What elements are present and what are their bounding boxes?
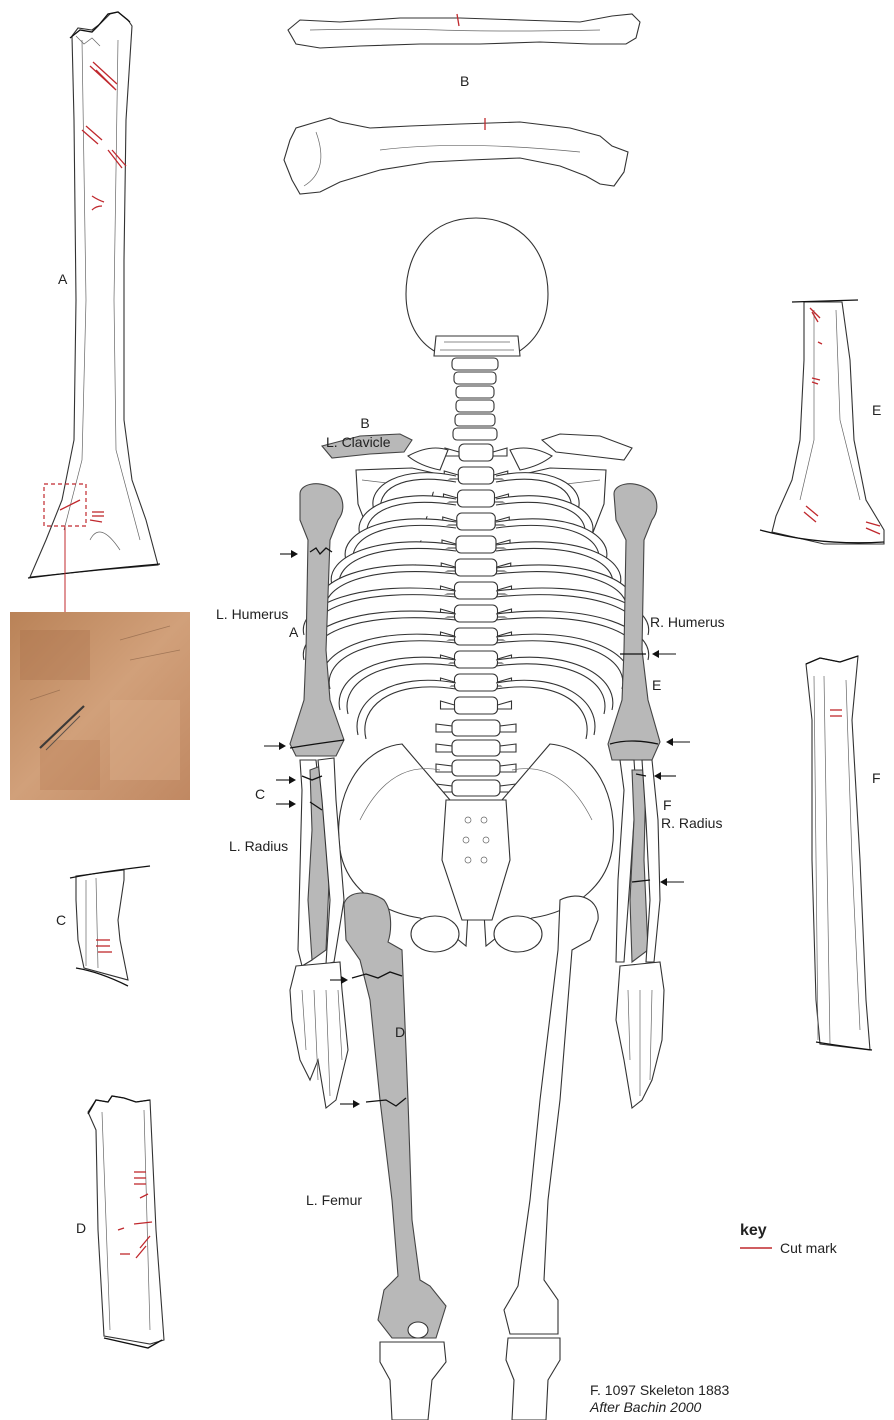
arrow-l-radius-upper [276,776,296,784]
panel-b-clavicles-drawing [284,14,640,194]
label-l-clavicle: L. Clavicle [326,434,391,450]
arrow-femur-lower [340,1100,360,1108]
label-panel-d: D [76,1220,86,1236]
label-panel-e: E [872,402,881,418]
skeleton [290,218,664,1420]
arrow-l-radius-lower [276,800,296,808]
panel-d-drawing [88,1096,164,1348]
label-l-humerus-letter: A [289,624,298,640]
label-r-humerus: R. Humerus [650,614,725,630]
label-panel-b: B [460,73,469,89]
label-l-humerus: L. Humerus [216,606,288,622]
panel-e-drawing [760,300,884,544]
label-l-radius: L. Radius [229,838,288,854]
label-clavicle-letter: B [356,415,374,431]
label-l-femur: L. Femur [306,1192,362,1208]
label-panel-a: A [58,271,67,287]
label-panel-c: C [56,912,66,928]
panel-a-humerus-drawing [28,12,160,612]
arrow-r-humerus-lower [666,738,690,746]
arrow-r-radius-lower [660,878,684,886]
arrow-r-humerus-mid [652,650,676,658]
label-r-humerus-letter: E [652,677,661,693]
label-r-radius-letter: F [663,797,672,813]
cut-mark-photo [10,612,190,800]
panel-f-drawing [806,656,872,1050]
key-title: key [740,1222,767,1240]
caption-line-1: F. 1097 Skeleton 1883 [590,1382,729,1398]
caption-line-2: After Bachin 2000 [590,1399,701,1415]
label-panel-f: F [872,770,881,786]
panel-c-drawing [70,866,150,986]
key-cut-mark-label: Cut mark [780,1240,837,1256]
label-femur-letter: D [395,1024,405,1040]
arrow-l-humerus-lower [264,742,286,750]
label-r-radius: R. Radius [661,815,722,831]
label-l-radius-letter: C [255,786,265,802]
arrow-r-radius-upper [654,772,676,780]
arrow-l-humerus-upper [280,550,298,558]
